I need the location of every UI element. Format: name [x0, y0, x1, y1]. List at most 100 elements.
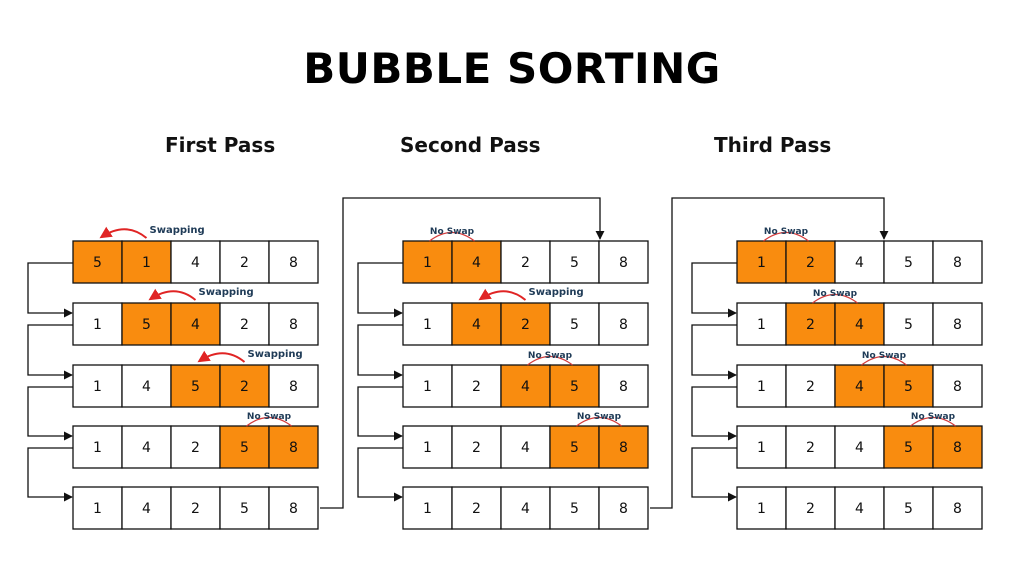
cell-value: 4: [472, 255, 481, 271]
pass-title-first: First Pass: [165, 133, 276, 157]
cell-value: 4: [855, 501, 864, 517]
array-cell: [834, 425, 885, 469]
array-cell: [932, 486, 983, 530]
array-cell: [785, 486, 836, 530]
cell-value: 4: [472, 317, 481, 333]
array-cell: [170, 240, 221, 284]
cell-value: 1: [423, 501, 432, 517]
row-connector: [691, 447, 737, 502]
cell-value: 1: [423, 317, 432, 333]
array-cell: [932, 302, 983, 346]
row-connector: [357, 324, 403, 380]
array-cell: [219, 240, 270, 284]
array-cell: [549, 486, 600, 530]
array-cell: [402, 240, 453, 284]
row-connector: [691, 262, 737, 318]
array-cell: [121, 364, 172, 408]
cell-value: 2: [521, 255, 530, 271]
row-connector: [691, 324, 737, 380]
array-cell: [451, 425, 502, 469]
cell-value: 1: [423, 440, 432, 456]
no-swap-label: No Swap: [430, 227, 475, 237]
array-cell: [170, 364, 221, 408]
cell-value: 5: [570, 317, 579, 333]
cell-value: 2: [806, 440, 815, 456]
cell-value: 8: [289, 317, 298, 333]
array-cell: [932, 425, 983, 469]
cell-value: 4: [521, 379, 530, 395]
cell-value: 1: [757, 317, 766, 333]
array-cell: [500, 425, 551, 469]
array-cell: [883, 425, 934, 469]
cell-value: 8: [953, 317, 962, 333]
cell-value: 4: [855, 440, 864, 456]
cell-value: 5: [93, 255, 102, 271]
cell-value: 5: [240, 440, 249, 456]
array-cell: [72, 302, 123, 346]
no-swap-arc: [910, 416, 956, 427]
no-swap-label: No Swap: [813, 289, 858, 299]
array-cell: [451, 486, 502, 530]
cell-value: 2: [472, 440, 481, 456]
no-swap-arc: [429, 231, 475, 242]
no-swap-arc: [576, 416, 622, 427]
row-connector: [357, 386, 403, 441]
array-cell: [549, 425, 600, 469]
array-cell: [736, 486, 787, 530]
array-cell: [268, 364, 319, 408]
array-cell: [268, 486, 319, 530]
no-swap-label: No Swap: [528, 351, 573, 361]
array-cell: [72, 240, 123, 284]
row-connector: [357, 447, 403, 502]
row-connector: [27, 262, 73, 318]
array-cell: [72, 486, 123, 530]
pass-connector: [650, 197, 889, 509]
cell-value: 4: [191, 255, 200, 271]
cell-value: 1: [757, 440, 766, 456]
no-swap-label: No Swap: [911, 412, 956, 422]
cell-value: 5: [904, 379, 913, 395]
pass-title-third: Third Pass: [714, 133, 832, 157]
no-swap-arc: [812, 293, 858, 304]
cell-value: 8: [619, 255, 628, 271]
array-cell: [932, 364, 983, 408]
swap-arrow: [197, 350, 246, 363]
cell-value: 1: [93, 317, 102, 333]
cell-value: 1: [93, 379, 102, 395]
swap-label: Swapping: [150, 225, 205, 236]
cell-value: 5: [570, 379, 579, 395]
array-cell: [500, 486, 551, 530]
cell-value: 2: [191, 501, 200, 517]
cell-value: 4: [855, 317, 864, 333]
cell-value: 1: [757, 379, 766, 395]
cell-value: 2: [472, 379, 481, 395]
array-cell: [598, 240, 649, 284]
cell-value: 4: [521, 501, 530, 517]
cell-value: 1: [142, 255, 151, 271]
array-cell: [549, 364, 600, 408]
cell-value: 4: [191, 317, 200, 333]
no-swap-label: No Swap: [247, 412, 292, 422]
array-cell: [736, 364, 787, 408]
cell-value: 4: [142, 440, 151, 456]
array-cell: [121, 425, 172, 469]
cell-value: 5: [570, 501, 579, 517]
cell-value: 2: [240, 255, 249, 271]
array-cell: [268, 425, 319, 469]
cell-value: 1: [757, 501, 766, 517]
pass-connector: [320, 197, 605, 509]
cell-value: 8: [953, 501, 962, 517]
array-cell: [883, 364, 934, 408]
cell-value: 4: [855, 379, 864, 395]
cell-value: 8: [289, 440, 298, 456]
pass-connectors: [27, 197, 889, 509]
cell-value: 2: [521, 317, 530, 333]
